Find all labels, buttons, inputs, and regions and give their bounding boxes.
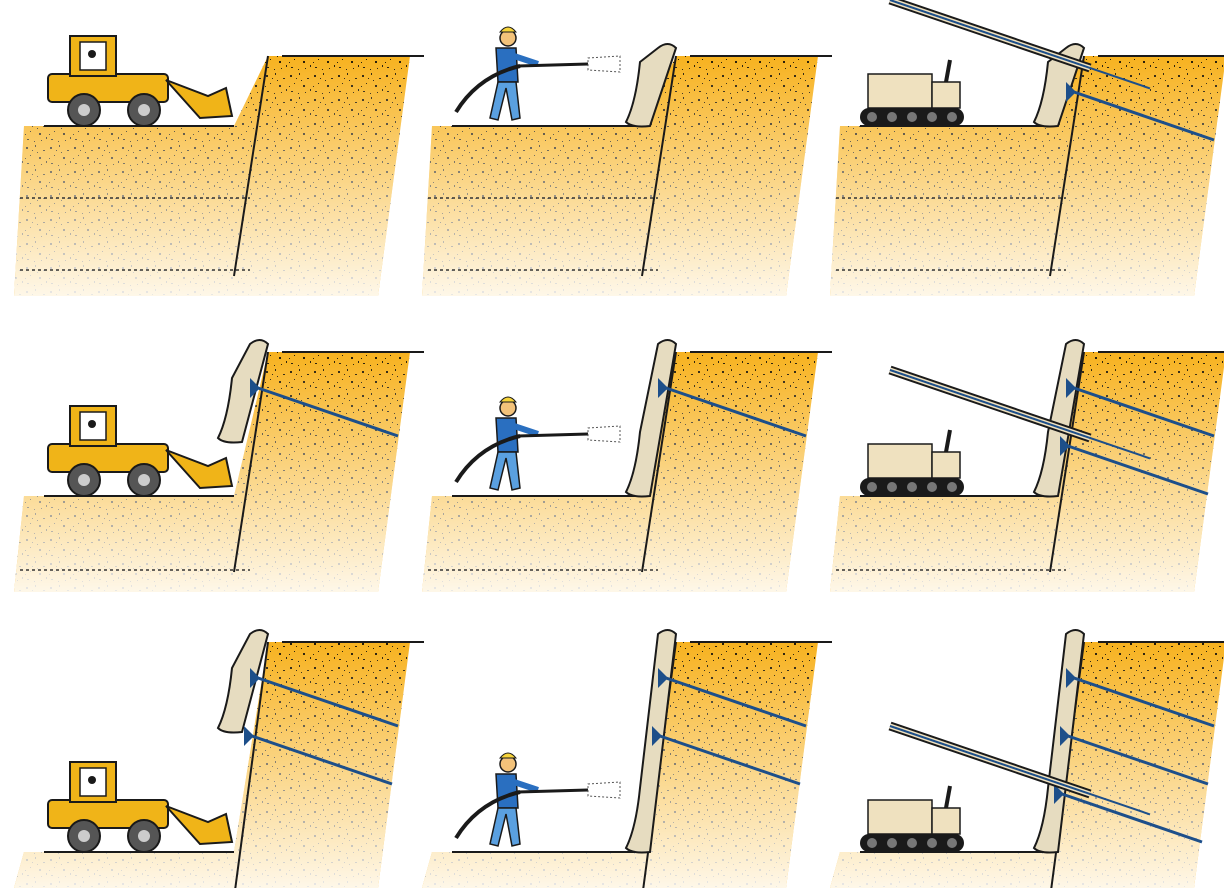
panel-row3-excavate bbox=[14, 630, 424, 888]
spray-mist bbox=[588, 426, 620, 442]
spray-nozzle bbox=[518, 64, 588, 66]
spray-mist bbox=[588, 56, 620, 72]
track-wheel bbox=[947, 112, 957, 122]
excavator-icon bbox=[48, 762, 232, 852]
shotcrete-worker-icon bbox=[456, 397, 620, 490]
panel-row1-drill-and-install-nail bbox=[830, 0, 1224, 296]
hard-hat bbox=[500, 27, 516, 32]
track-wheel bbox=[927, 482, 937, 492]
wheel-hub bbox=[138, 104, 150, 116]
track-wheel bbox=[947, 838, 957, 848]
rig-boom bbox=[946, 60, 950, 82]
track-wheel bbox=[907, 112, 917, 122]
panel-row2-excavate bbox=[14, 340, 424, 592]
spray-nozzle bbox=[518, 790, 588, 792]
loader-bucket bbox=[166, 80, 232, 118]
worker-torso bbox=[496, 48, 518, 82]
wheel-hub bbox=[138, 830, 150, 842]
excavator-icon bbox=[48, 36, 232, 126]
panel-row1-shotcrete bbox=[422, 27, 832, 296]
rig-engine bbox=[868, 800, 932, 834]
rig-cab bbox=[932, 452, 960, 478]
track-wheel bbox=[867, 838, 877, 848]
worker-torso bbox=[496, 774, 518, 808]
track-wheel bbox=[927, 838, 937, 848]
track-wheel bbox=[867, 112, 877, 122]
soil-fade bbox=[422, 56, 818, 296]
track-wheel bbox=[947, 482, 957, 492]
rig-cab bbox=[932, 808, 960, 834]
hard-hat bbox=[500, 397, 516, 402]
track-wheel bbox=[887, 838, 897, 848]
shotcrete-worker-icon bbox=[456, 27, 620, 120]
shotcrete-worker-icon bbox=[456, 753, 620, 846]
wheel-hub bbox=[138, 474, 150, 486]
loader-bucket bbox=[166, 450, 232, 488]
rig-cab bbox=[932, 82, 960, 108]
spray-nozzle bbox=[518, 434, 588, 436]
rig-engine bbox=[868, 74, 932, 108]
track-wheel bbox=[867, 482, 877, 492]
worker-legs bbox=[490, 82, 520, 120]
rig-boom bbox=[946, 430, 950, 452]
worker-legs bbox=[490, 808, 520, 846]
track-wheel bbox=[907, 482, 917, 492]
operator-head bbox=[88, 776, 96, 784]
rig-engine bbox=[868, 444, 932, 478]
worker-torso bbox=[496, 418, 518, 452]
excavator-icon bbox=[48, 406, 232, 496]
rig-boom bbox=[946, 786, 950, 808]
loader-bucket bbox=[166, 806, 232, 844]
wheel-hub bbox=[78, 474, 90, 486]
panel-row3-shotcrete bbox=[422, 630, 832, 888]
track-wheel bbox=[907, 838, 917, 848]
hard-hat bbox=[500, 753, 516, 758]
operator-head bbox=[88, 420, 96, 428]
panel-row3-drill-and-install-nail bbox=[830, 630, 1224, 888]
track-wheel bbox=[887, 482, 897, 492]
worker-legs bbox=[490, 452, 520, 490]
soil-fade bbox=[422, 352, 818, 592]
spray-mist bbox=[588, 782, 620, 798]
operator-head bbox=[88, 50, 96, 58]
wheel-hub bbox=[78, 104, 90, 116]
panel-row1-excavate bbox=[14, 36, 424, 296]
wheel-hub bbox=[78, 830, 90, 842]
panel-row2-drill-and-install-nail bbox=[830, 340, 1224, 592]
track-wheel bbox=[927, 112, 937, 122]
panel-row2-shotcrete bbox=[422, 340, 832, 592]
track-wheel bbox=[887, 112, 897, 122]
